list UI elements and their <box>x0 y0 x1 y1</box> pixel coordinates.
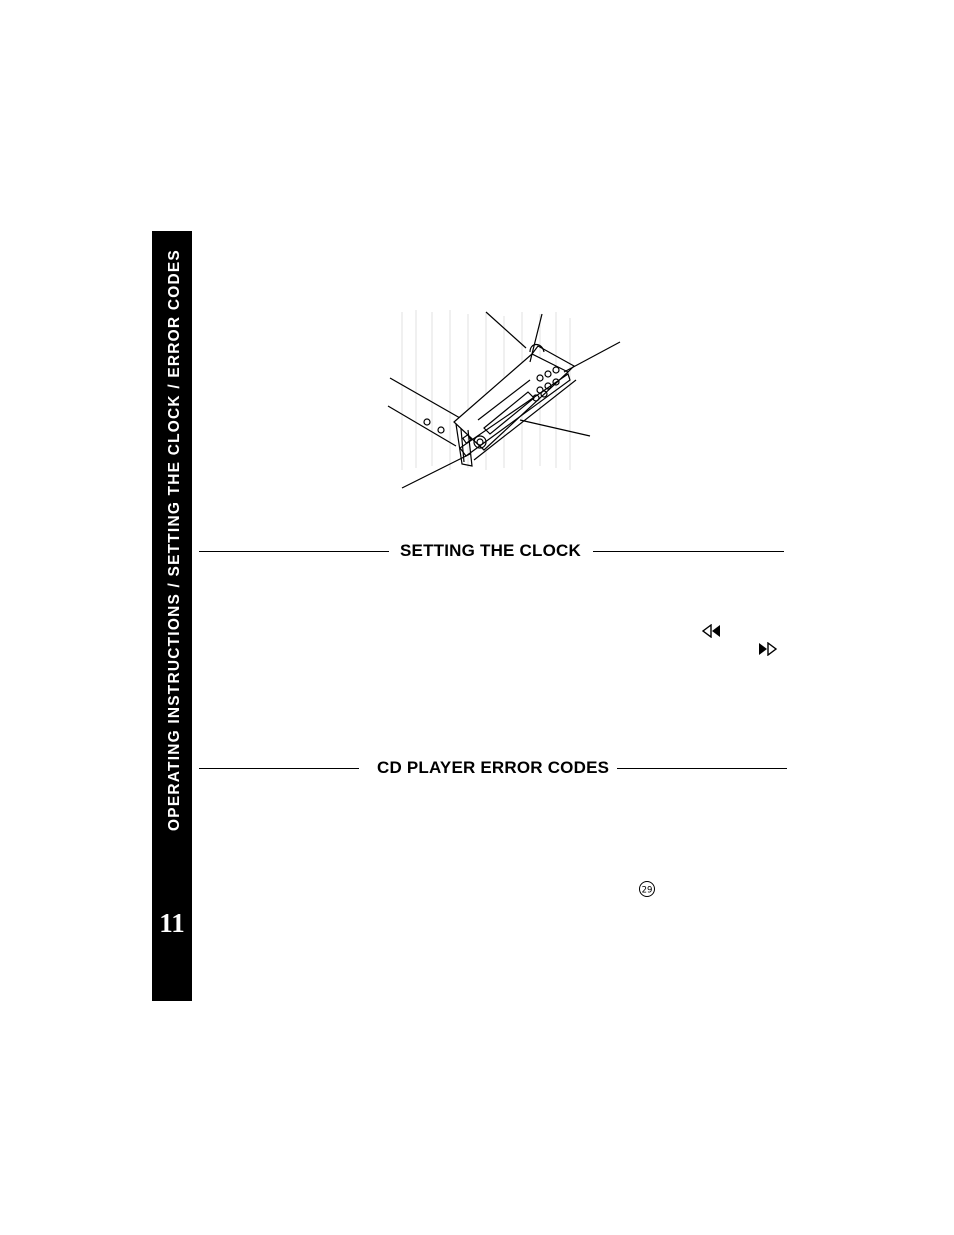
sidebar-title: OPERATING INSTRUCTIONS / SETTING THE CLO… <box>166 249 183 831</box>
svg-text:29: 29 <box>642 886 653 896</box>
faceplate-illustration <box>387 310 621 489</box>
heading-rule-left <box>199 768 359 769</box>
section-heading-error-codes: CD PLAYER ERROR CODES <box>199 758 787 778</box>
heading-rule-left <box>199 551 389 552</box>
sidebar <box>152 231 192 1001</box>
heading-label: SETTING THE CLOCK <box>400 541 581 560</box>
page-number: 11 <box>159 908 185 938</box>
heading-rule-right <box>617 768 787 769</box>
fast-forward-icon <box>758 641 778 659</box>
section-heading-clock: SETTING THE CLOCK <box>199 541 784 561</box>
circled-29-icon: 29 <box>638 880 656 901</box>
rewind-icon <box>701 623 722 641</box>
heading-label: CD PLAYER ERROR CODES <box>377 758 610 777</box>
heading-rule-right <box>593 551 784 552</box>
